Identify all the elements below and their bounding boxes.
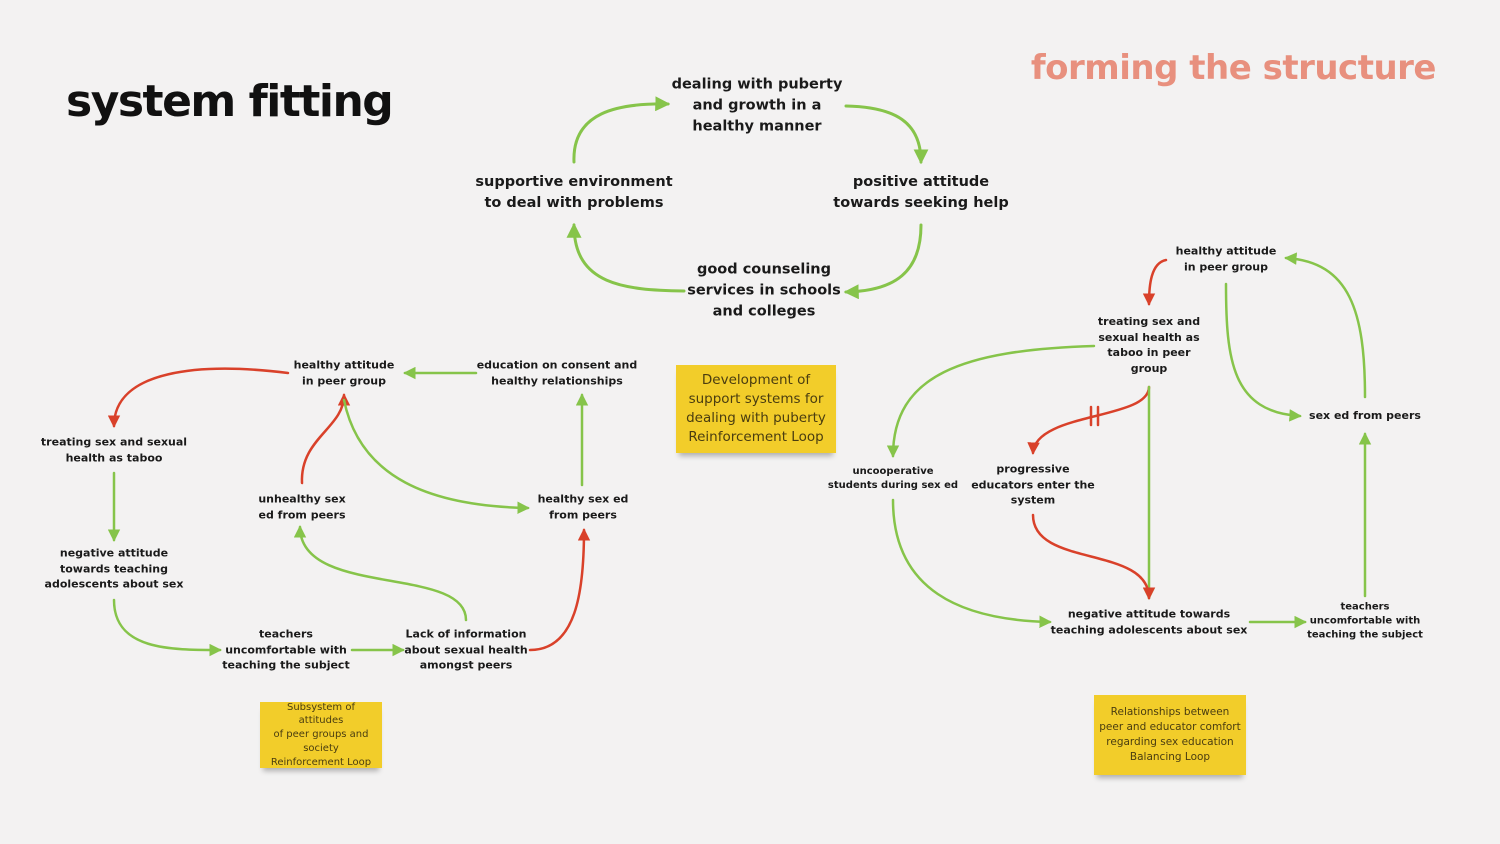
link-lack-info-to-unhealthy-ed — [293, 525, 468, 622]
node-healthy-attitude-peer-group: healthy attitude in peer group — [1175, 244, 1277, 273]
link-healthy-attitude-to-taboo — [107, 367, 290, 428]
node-negative-attitude-teaching: negative attitude towards teaching adole… — [1050, 607, 1248, 636]
node-lack-of-information: Lack of information about sexual health … — [404, 627, 528, 672]
node-supportive-environment: supportive environment to deal with prob… — [475, 173, 673, 211]
link-help-to-counseling — [843, 223, 923, 300]
link-healthy-attitude-to-sex-ed-peers — [1224, 282, 1302, 422]
link-progressive-to-negative-attitude — [1031, 513, 1156, 600]
link-healthy-attitude-to-taboo — [1142, 258, 1168, 306]
node-healthy-attitude-peer-group: healthy attitude in peer group — [293, 358, 395, 387]
node-education-on-consent: education on consent and healthy relatio… — [476, 358, 638, 387]
link-puberty-to-help — [844, 104, 929, 165]
page-title: system fitting — [66, 76, 394, 127]
node-progressive-educators: progressive educators enter the system — [971, 462, 1095, 507]
node-negative-attitude-teaching: negative attitude towards teaching adole… — [44, 546, 184, 591]
node-sex-ed-from-peers: sex ed from peers — [1309, 409, 1421, 423]
node-teachers-uncomfortable: teachers uncomfortable with teaching the… — [222, 627, 350, 672]
node-positive-attitude-seeking-help: positive attitude towards seeking help — [833, 173, 1009, 211]
sticky-note-right-loop: Relationships between peer and educator … — [1094, 695, 1246, 775]
sticky-note-top-loop: Development of support systems for deali… — [676, 365, 836, 453]
node-unhealthy-sex-ed: unhealthy sex ed from peers — [258, 492, 346, 521]
node-treating-sex-as-taboo: treating sex and sexual health as taboo — [40, 435, 188, 464]
node-healthy-sex-ed: healthy sex ed from peers — [537, 492, 629, 521]
link-counseling-to-supportive — [566, 222, 686, 293]
node-treating-sex-as-taboo-peer-group: treating sex and sexual health as taboo … — [1097, 314, 1201, 375]
node-dealing-with-puberty: dealing with puberty and growth in a hea… — [671, 76, 843, 135]
node-uncooperative-students: uncooperative students during sex ed — [827, 465, 959, 491]
link-negative-attitude-to-teachers — [112, 598, 222, 657]
link-uncooperative-to-negative-attitude — [891, 498, 1052, 629]
node-teachers-uncomfortable: teachers uncomfortable with teaching the… — [1307, 601, 1423, 642]
link-taboo-to-uncooperative — [886, 344, 1096, 458]
link-sex-ed-peers-to-healthy-attitude — [1284, 252, 1367, 399]
section-label: forming the structure — [1030, 48, 1437, 88]
link-lack-info-to-healthy-ed — [528, 528, 591, 652]
link-supportive-to-puberty — [572, 96, 671, 164]
delay-mark — [1089, 405, 1100, 427]
link-unhealthy-ed-to-healthy-attitude — [300, 393, 351, 485]
node-good-counseling-services: good counseling services in schools and … — [687, 261, 841, 320]
link-healthy-attitude-to-healthy-ed — [342, 398, 530, 515]
sticky-note-left-loop: Subsystem of attitudes of peer groups an… — [260, 702, 382, 768]
